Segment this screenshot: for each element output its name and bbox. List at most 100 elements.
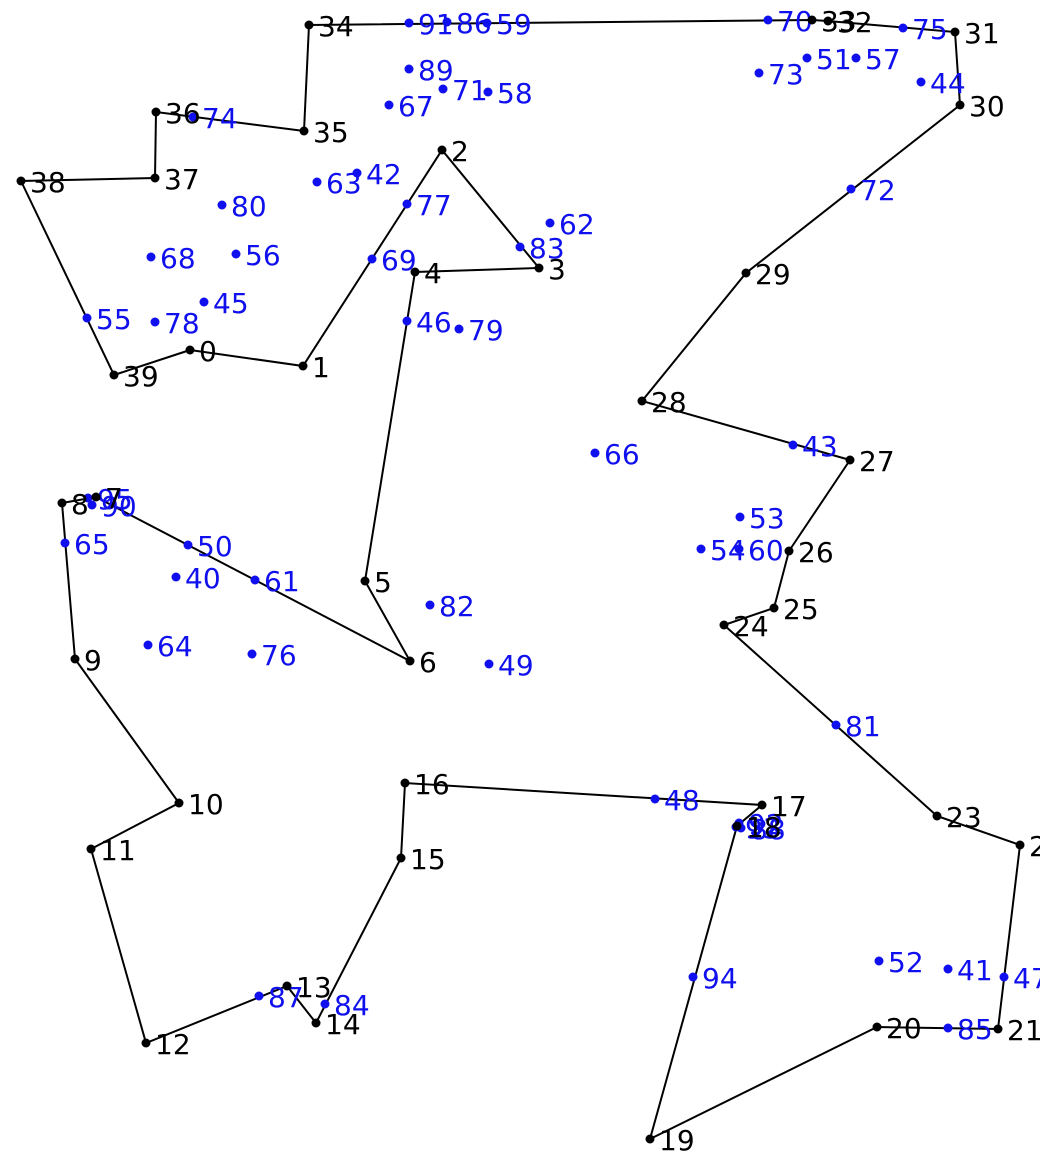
route-node-label-29: 29 [755, 258, 791, 291]
extra-point-marker-54 [696, 544, 706, 554]
route-node-label-1: 1 [312, 351, 330, 384]
extra-point-marker-75 [898, 23, 908, 33]
extra-point-label-88: 88 [750, 813, 786, 846]
route-node-1: 1 [298, 351, 330, 384]
extra-point-61: 61 [250, 565, 300, 598]
route-node-label-37: 37 [164, 163, 200, 196]
extra-point-81: 81 [831, 710, 881, 743]
route-node-4: 4 [410, 257, 442, 290]
route-node-marker-5 [360, 576, 370, 586]
extra-point-52: 52 [874, 946, 924, 979]
route-node-label-2: 2 [451, 135, 469, 168]
extra-point-67: 67 [384, 90, 434, 123]
extra-point-65: 65 [60, 528, 110, 561]
route-node-marker-16 [400, 778, 410, 788]
extra-point-marker-95 [83, 493, 93, 503]
extra-point-56: 56 [231, 239, 281, 272]
route-node-label-39: 39 [123, 360, 159, 393]
extra-point-marker-42 [352, 168, 362, 178]
route-node-label-3: 3 [548, 253, 566, 286]
route-node-marker-38 [16, 176, 26, 186]
extra-point-label-52: 52 [888, 946, 924, 979]
extra-point-label-45: 45 [213, 287, 249, 320]
route-node-9: 9 [70, 644, 102, 677]
route-node-marker-6 [405, 656, 415, 666]
route-node-label-15: 15 [410, 843, 446, 876]
extra-point-label-76: 76 [261, 639, 297, 672]
extra-point-83: 83 [515, 232, 565, 265]
extra-point-label-81: 81 [845, 710, 881, 743]
route-node-marker-15 [396, 853, 406, 863]
extra-point-marker-59 [482, 18, 492, 28]
extra-point-label-46: 46 [416, 306, 452, 339]
extra-point-label-66: 66 [604, 438, 640, 471]
extra-point-marker-90 [87, 500, 97, 510]
route-node-marker-36 [151, 107, 161, 117]
route-node-marker-34 [304, 20, 314, 30]
route-node-marker-18 [732, 821, 742, 831]
extra-point-label-47: 47 [1013, 962, 1040, 995]
extra-point-label-80: 80 [231, 190, 267, 223]
route-node-26: 26 [784, 536, 834, 569]
route-node-label-5: 5 [374, 566, 392, 599]
extra-point-79: 79 [454, 314, 504, 347]
route-node-marker-4 [410, 267, 420, 277]
route-node-label-25: 25 [783, 593, 819, 626]
extra-point-50: 50 [183, 530, 233, 563]
extra-point-marker-84 [320, 999, 330, 1009]
extra-point-marker-41 [943, 964, 953, 974]
route-node-label-6: 6 [419, 646, 437, 679]
extra-point-label-67: 67 [398, 90, 434, 123]
extra-point-63: 63 [312, 167, 362, 200]
extra-point-marker-61 [250, 575, 260, 585]
extra-point-59: 59 [482, 8, 532, 41]
route-node-19: 19 [645, 1124, 695, 1157]
extra-point-label-78: 78 [164, 307, 200, 340]
route-node-28: 28 [637, 386, 687, 419]
extra-point-marker-40 [171, 572, 181, 582]
route-node-30: 30 [955, 90, 1005, 123]
route-node-21: 21 [993, 1014, 1040, 1047]
extra-point-label-50: 50 [197, 530, 233, 563]
extra-point-71: 71 [438, 74, 488, 107]
extra-point-55: 55 [82, 303, 132, 336]
extra-point-73: 73 [754, 58, 804, 91]
extra-point-marker-47 [999, 972, 1009, 982]
route-node-37: 37 [150, 163, 200, 196]
route-node-16: 16 [400, 768, 450, 801]
extra-point-marker-70 [763, 15, 773, 25]
route-node-marker-32 [823, 16, 833, 26]
extra-point-label-61: 61 [264, 565, 300, 598]
extra-point-label-59: 59 [496, 8, 532, 41]
extra-point-label-58: 58 [497, 77, 533, 110]
route-node-marker-28 [637, 396, 647, 406]
route-node-label-9: 9 [84, 644, 102, 677]
route-node-label-35: 35 [313, 116, 349, 149]
route-node-label-26: 26 [798, 536, 834, 569]
route-node-marker-2 [437, 145, 447, 155]
route-node-marker-19 [645, 1134, 655, 1144]
extra-point-marker-44 [916, 77, 926, 87]
extra-point-label-51: 51 [816, 43, 852, 76]
route-node-label-14: 14 [325, 1008, 361, 1041]
route-node-marker-22 [1015, 840, 1025, 850]
extra-point-marker-89 [404, 64, 414, 74]
extra-point-marker-85 [943, 1023, 953, 1033]
extra-point-label-43: 43 [802, 430, 838, 463]
extra-point-marker-60 [734, 544, 744, 554]
extra-point-marker-63 [312, 177, 322, 187]
extra-point-label-60: 60 [748, 534, 784, 567]
route-node-label-31: 31 [964, 17, 1000, 50]
extra-point-label-70: 70 [777, 5, 813, 38]
extra-point-78: 78 [150, 307, 200, 340]
extra-point-marker-46 [402, 316, 412, 326]
route-node-label-16: 16 [414, 768, 450, 801]
route-node-marker-26 [784, 546, 794, 556]
route-node-2: 2 [437, 135, 469, 168]
extra-point-label-84: 84 [334, 989, 370, 1022]
extra-point-marker-58 [483, 87, 493, 97]
extra-point-marker-72 [846, 184, 856, 194]
route-node-label-32: 32 [837, 6, 873, 39]
route-node-17: 17 [757, 790, 807, 823]
route-node-35: 35 [299, 116, 349, 149]
